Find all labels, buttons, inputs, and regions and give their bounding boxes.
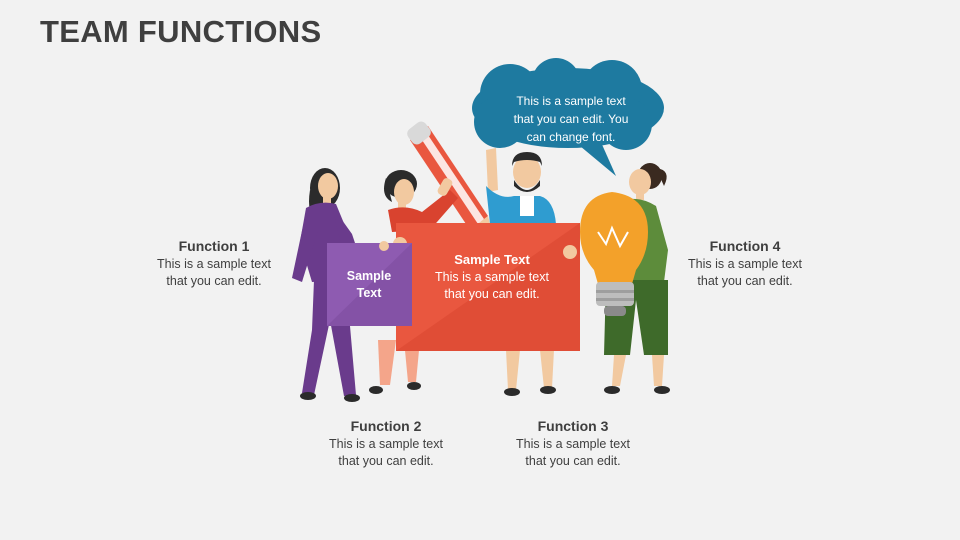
orange-board bbox=[393, 223, 580, 351]
bubble-line-2: that you can edit. You bbox=[513, 112, 629, 126]
orange-board-title: Sample Text bbox=[454, 252, 530, 267]
function-4-title: Function 4 bbox=[709, 238, 781, 254]
page-title: TEAM FUNCTIONS bbox=[40, 14, 322, 49]
function-3-line-2: that you can edit. bbox=[525, 454, 621, 468]
function-2-line-1: This is a sample text bbox=[329, 437, 443, 451]
function-3: Function 3 This is a sample text that yo… bbox=[478, 417, 668, 470]
function-1-line-1: This is a sample text bbox=[157, 257, 271, 271]
function-3-line-1: This is a sample text bbox=[516, 437, 630, 451]
purple-card-line-2: Text bbox=[356, 286, 382, 300]
function-4-desc: This is a sample text that you can edit. bbox=[650, 256, 840, 290]
function-4-line-2: that you can edit. bbox=[697, 274, 793, 288]
speech-bubble-text: This is a sample text that you can edit.… bbox=[500, 92, 642, 146]
function-2-line-2: that you can edit. bbox=[338, 454, 434, 468]
function-4: Function 4 This is a sample text that yo… bbox=[650, 237, 840, 290]
orange-board-text: This is a sample text that you can edit. bbox=[412, 269, 572, 303]
bubble-line-1: This is a sample text bbox=[516, 94, 626, 108]
purple-card-text: Sample Text bbox=[328, 268, 410, 302]
function-2-title: Function 2 bbox=[350, 418, 422, 434]
orange-board-line-2: that you can edit. bbox=[444, 287, 540, 301]
person-blue bbox=[486, 148, 556, 396]
function-1-line-2: that you can edit. bbox=[166, 274, 262, 288]
orange-board-line-1: This is a sample text bbox=[435, 270, 549, 284]
bubble-line-3: can change font. bbox=[526, 130, 616, 144]
function-2-desc: This is a sample text that you can edit. bbox=[291, 436, 481, 470]
function-4-line-1: This is a sample text bbox=[688, 257, 802, 271]
function-1-desc: This is a sample text that you can edit. bbox=[119, 256, 309, 290]
function-3-desc: This is a sample text that you can edit. bbox=[478, 436, 668, 470]
person-red bbox=[369, 170, 458, 394]
function-1-title: Function 1 bbox=[178, 238, 250, 254]
light-bulb-icon bbox=[580, 192, 648, 316]
function-3-title: Function 3 bbox=[537, 418, 609, 434]
function-2: Function 2 This is a sample text that yo… bbox=[291, 417, 481, 470]
purple-card bbox=[327, 241, 412, 326]
function-1: Function 1 This is a sample text that yo… bbox=[119, 237, 309, 290]
speech-bubble-icon bbox=[472, 58, 664, 176]
purple-card-line-1: Sample bbox=[346, 269, 392, 283]
